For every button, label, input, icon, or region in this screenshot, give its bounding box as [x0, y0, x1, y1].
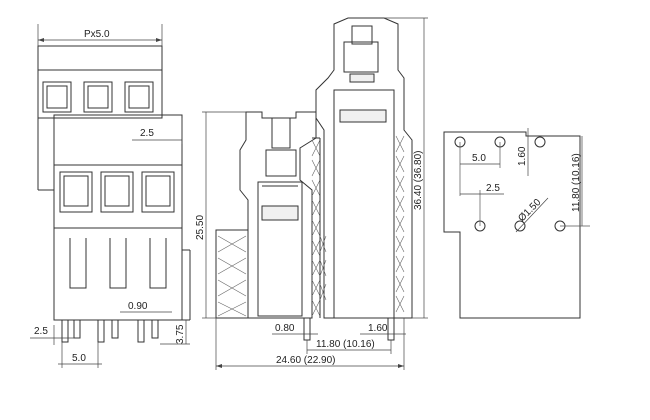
- pcb-dim-1-60: 1.60: [517, 146, 528, 166]
- side-view: 25.50 36.40 (36.80) 0.80 1.60 11.80 (10.…: [195, 17, 428, 370]
- dim-2-5-top: 2.5: [140, 128, 154, 139]
- pcb-outline: [443, 131, 581, 319]
- front-pins: [61, 319, 159, 343]
- dim-3-75: 3.75: [175, 324, 186, 344]
- front-view: Px5.0 2.5 0.90 2.5 3.75 5.0: [30, 24, 191, 368]
- dim-0-80: 0.80: [275, 323, 295, 334]
- pcb-view: 5.0 1.60 2.5 Ø1.50 11.80 (10.16): [443, 128, 590, 319]
- dim-11-80-side: 11.80 (10.16): [316, 339, 375, 350]
- front-upper-windows: [42, 81, 154, 113]
- pcb-holes: [454, 136, 566, 232]
- pcb-dim-11-80: 11.80 (10.16): [571, 153, 582, 212]
- side-left-base: [215, 229, 249, 319]
- front-lower-housing: [53, 114, 183, 321]
- side-right-tower: [315, 17, 413, 319]
- dim-1-60: 1.60: [368, 323, 388, 334]
- dim-25-50: 25.50: [195, 215, 206, 240]
- front-lower-windows: [59, 171, 175, 213]
- front-upper-housing: [37, 45, 163, 119]
- pcb-dim-diameter: Ø1.50: [516, 197, 543, 224]
- dim-36-40: 36.40 (36.80): [413, 151, 424, 211]
- dim-2-5-low: 2.5: [34, 326, 48, 337]
- dim-5-0-bottom: 5.0: [72, 353, 86, 364]
- dim-24-60: 24.60 (22.90): [276, 355, 336, 366]
- pcb-dim-5-0: 5.0: [472, 153, 486, 164]
- side-pin-right: [387, 317, 395, 341]
- dim-0-90: 0.90: [128, 301, 148, 312]
- pitch-label: Px5.0: [84, 29, 110, 40]
- side-pin-left: [303, 317, 311, 341]
- front-slots: [69, 238, 167, 289]
- pcb-dim-2-5: 2.5: [486, 183, 500, 194]
